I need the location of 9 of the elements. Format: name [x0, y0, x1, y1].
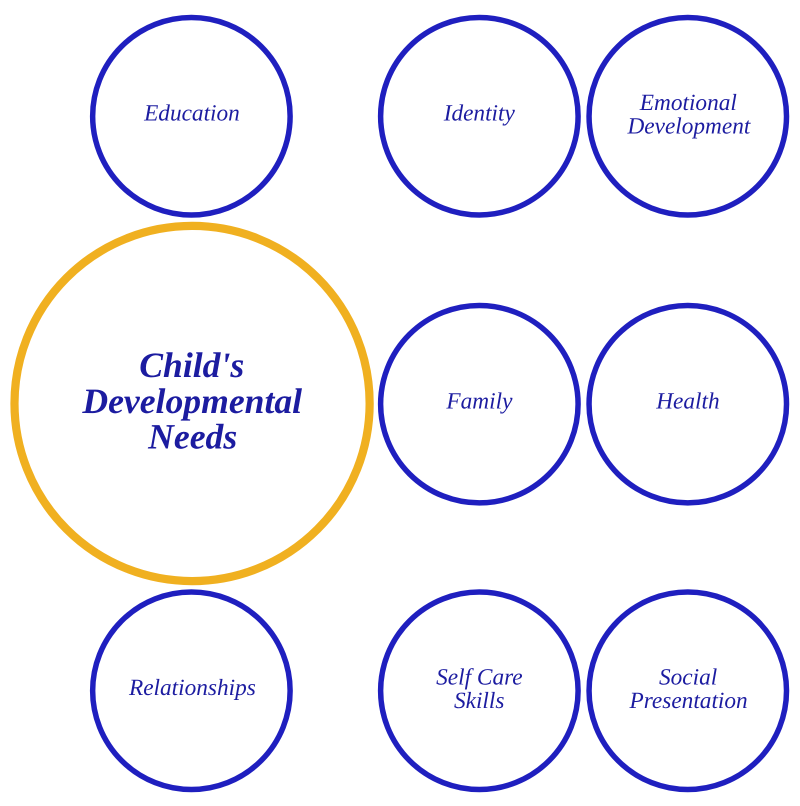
node-circle: Family [377, 302, 580, 506]
node-circle: Education [89, 14, 292, 218]
node-circle: Emotional Development [586, 14, 789, 218]
node-circle: Identity [377, 14, 580, 218]
node-circle: Relationships [89, 588, 292, 792]
node-circle: Child's Developmental Needs [10, 221, 374, 585]
node-circle: Self Care Skills [377, 588, 580, 792]
node-circle: Social Presentation [586, 588, 789, 792]
node-circle: Health [586, 302, 789, 506]
